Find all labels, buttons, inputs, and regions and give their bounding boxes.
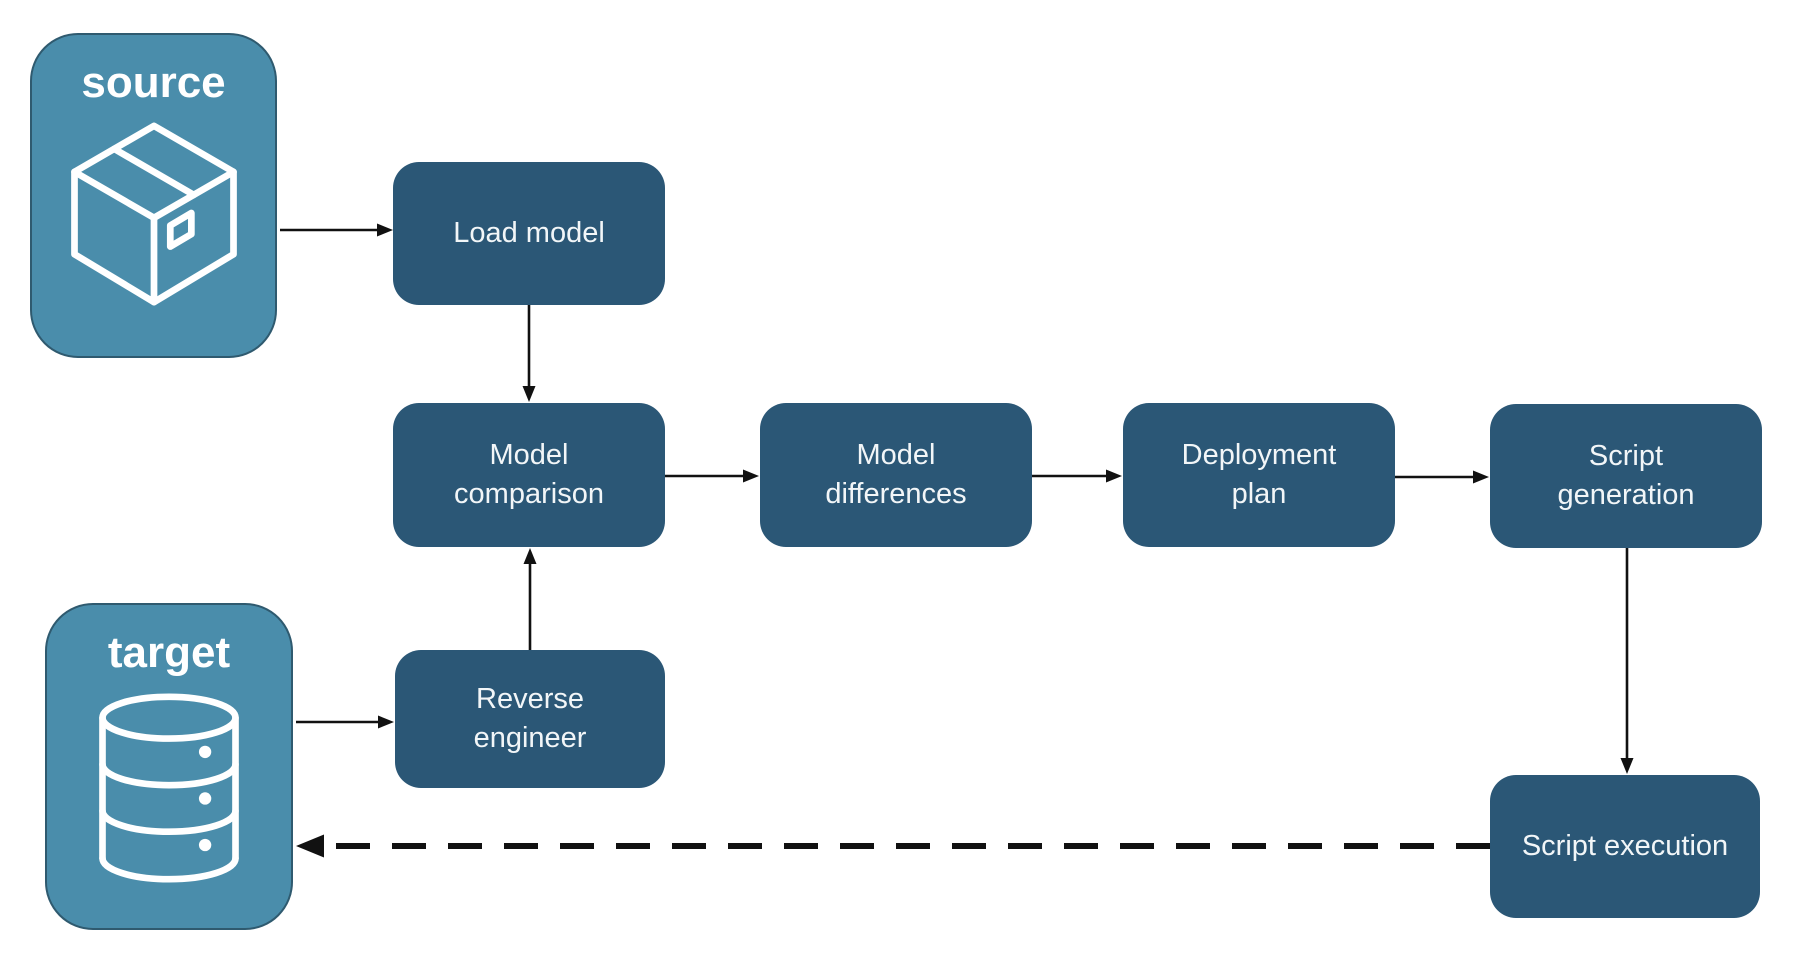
- node-script-generation: Script generation: [1490, 404, 1762, 548]
- node-model-comparison-label: Model comparison: [454, 439, 604, 510]
- node-model-differences: Model differences: [760, 403, 1032, 547]
- target-label: target: [107, 628, 231, 677]
- node-model-comparison: Model comparison: [393, 403, 665, 547]
- node-deployment-plan: Deployment plan: [1123, 403, 1395, 547]
- node-deployment-plan-label: Deployment plan: [1181, 439, 1337, 510]
- node-script-generation-label: Script generation: [1557, 440, 1695, 511]
- node-load-model: Load model: [393, 162, 665, 305]
- node-reverse-engineer: Reverse engineer: [395, 650, 665, 788]
- package-icon: [70, 122, 237, 306]
- target-entity: target: [45, 603, 293, 930]
- source-entity: source: [30, 33, 277, 358]
- database-icon: [99, 693, 239, 883]
- node-script-execution-label: Script execution: [1521, 830, 1729, 862]
- source-label: source: [81, 58, 226, 107]
- node-load-model-label: Load model: [453, 217, 605, 249]
- node-model-differences-label: Model differences: [825, 439, 967, 510]
- node-reverse-engineer-label: Reverse engineer: [473, 683, 587, 754]
- node-script-execution: Script execution: [1490, 775, 1760, 918]
